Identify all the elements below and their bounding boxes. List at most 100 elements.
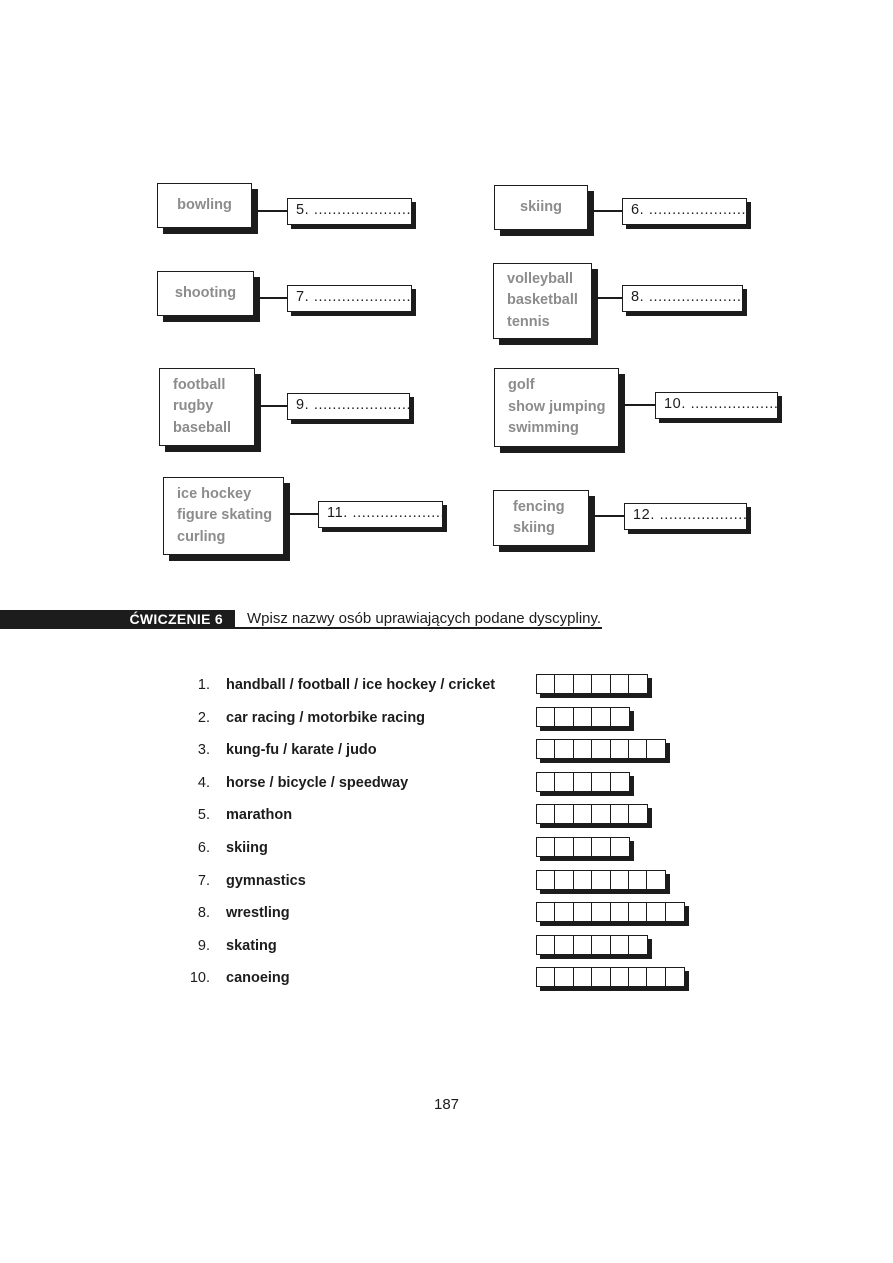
- letter-cell[interactable]: [554, 804, 575, 825]
- letter-cell[interactable]: [536, 836, 556, 857]
- letter-cell[interactable]: [572, 804, 593, 825]
- answer-blank[interactable]: 6. .....................: [622, 198, 747, 225]
- sport-label: figure skating: [177, 507, 273, 524]
- letter-cell[interactable]: [628, 804, 649, 825]
- exercise-item: 7. gymnastics: [180, 865, 780, 898]
- letter-cell[interactable]: [572, 836, 593, 857]
- letter-cell[interactable]: [628, 674, 649, 694]
- letter-cell[interactable]: [591, 934, 612, 955]
- letter-cell[interactable]: [572, 902, 593, 923]
- letter-cell[interactable]: [554, 674, 575, 694]
- answer-blank[interactable]: 10. ....................: [655, 392, 778, 419]
- letter-cell[interactable]: [554, 739, 575, 760]
- answer-blank[interactable]: 7. .....................: [287, 285, 412, 312]
- letter-cell[interactable]: [591, 706, 612, 727]
- letter-cell[interactable]: [591, 674, 612, 694]
- letter-cell[interactable]: [536, 869, 556, 890]
- sport-box: football rugby baseball: [159, 368, 255, 446]
- exercise-item: 5. marathon: [180, 799, 780, 832]
- letter-cell[interactable]: [646, 739, 667, 760]
- letter-cell[interactable]: [572, 706, 593, 727]
- letter-cell[interactable]: [536, 902, 556, 923]
- letter-cell[interactable]: [628, 739, 649, 760]
- letter-cell[interactable]: [536, 739, 556, 760]
- letter-cell[interactable]: [591, 739, 612, 760]
- letter-cell[interactable]: [536, 771, 556, 792]
- sport-box: volleyball basketball tennis: [493, 263, 592, 339]
- letter-cell[interactable]: [572, 869, 593, 890]
- letter-cell[interactable]: [536, 967, 556, 988]
- letter-cell[interactable]: [609, 804, 630, 825]
- letter-cell[interactable]: [536, 934, 556, 955]
- answer-blank[interactable]: 12. ....................: [624, 503, 747, 530]
- letter-cell[interactable]: [554, 869, 575, 890]
- letter-boxes: [536, 804, 649, 825]
- letter-cell[interactable]: [628, 869, 649, 890]
- item-label: handball / football / ice hockey / crick…: [226, 677, 496, 693]
- answer-blank[interactable]: 5. .....................: [287, 198, 412, 225]
- letter-cell[interactable]: [609, 674, 630, 694]
- letter-cell[interactable]: [591, 836, 612, 857]
- letter-cell[interactable]: [591, 804, 612, 825]
- letter-cell[interactable]: [572, 934, 593, 955]
- sport-label: baseball: [173, 419, 232, 436]
- letter-cell[interactable]: [646, 967, 667, 988]
- sport-box: ice hockey figure skating curling: [163, 477, 284, 555]
- letter-cell[interactable]: [609, 771, 630, 792]
- exercise-item: 4. horse / bicycle / speedway: [180, 767, 780, 800]
- letter-cell[interactable]: [536, 804, 556, 825]
- letter-boxes: [536, 739, 667, 760]
- item-number: 9.: [197, 937, 210, 954]
- letter-cell[interactable]: [554, 934, 575, 955]
- letter-boxes: [536, 967, 685, 988]
- letter-cell[interactable]: [572, 674, 593, 694]
- connector-line: [255, 405, 287, 407]
- letter-cell[interactable]: [554, 902, 575, 923]
- letter-cell[interactable]: [664, 902, 685, 923]
- letter-cell[interactable]: [646, 902, 667, 923]
- letter-cell[interactable]: [572, 739, 593, 760]
- letter-cell[interactable]: [628, 934, 649, 955]
- letter-cell[interactable]: [664, 967, 685, 988]
- letter-cell[interactable]: [609, 706, 630, 727]
- letter-cell[interactable]: [609, 836, 630, 857]
- item-number: 10.: [189, 970, 210, 987]
- sport-label: fencing: [513, 498, 565, 515]
- letter-cell[interactable]: [609, 934, 630, 955]
- exercise-item: 6. skiing: [180, 832, 780, 865]
- letter-boxes: [536, 706, 630, 727]
- letter-cell[interactable]: [554, 706, 575, 727]
- letter-cell[interactable]: [628, 902, 649, 923]
- answer-blank[interactable]: 9. .....................: [287, 393, 410, 420]
- letter-cell[interactable]: [554, 836, 575, 857]
- letter-cell[interactable]: [646, 869, 667, 890]
- exercise-badge: ĆWICZENIE 6: [0, 610, 235, 629]
- letter-cell[interactable]: [609, 739, 630, 760]
- sport-box: fencing skiing: [493, 490, 589, 546]
- letter-cell[interactable]: [554, 967, 575, 988]
- exercise-item: 1. handball / football / ice hockey / cr…: [180, 669, 780, 702]
- sport-label: rugby: [173, 398, 214, 415]
- letter-cell[interactable]: [591, 902, 612, 923]
- instruction-underline: [235, 627, 602, 629]
- page-number: 187: [433, 1096, 460, 1113]
- letter-cell[interactable]: [609, 869, 630, 890]
- letter-cell[interactable]: [536, 706, 556, 727]
- sport-label: shooting: [174, 284, 237, 301]
- item-label: marathon: [226, 807, 293, 824]
- letter-cell[interactable]: [609, 902, 630, 923]
- letter-cell[interactable]: [628, 967, 649, 988]
- letter-cell[interactable]: [591, 967, 612, 988]
- letter-cell[interactable]: [536, 674, 556, 694]
- letter-cell[interactable]: [591, 771, 612, 792]
- letter-cell[interactable]: [554, 771, 575, 792]
- answer-blank[interactable]: 8. .....................: [622, 285, 743, 312]
- sport-label: ice hockey: [177, 485, 252, 502]
- answer-blank[interactable]: 11. ....................: [318, 501, 443, 528]
- letter-cell[interactable]: [572, 967, 593, 988]
- letter-cell[interactable]: [572, 771, 593, 792]
- sport-box: golf show jumping swimming: [494, 368, 619, 447]
- letter-cell[interactable]: [591, 869, 612, 890]
- letter-cell[interactable]: [609, 967, 630, 988]
- sport-label: volleyball: [507, 270, 574, 287]
